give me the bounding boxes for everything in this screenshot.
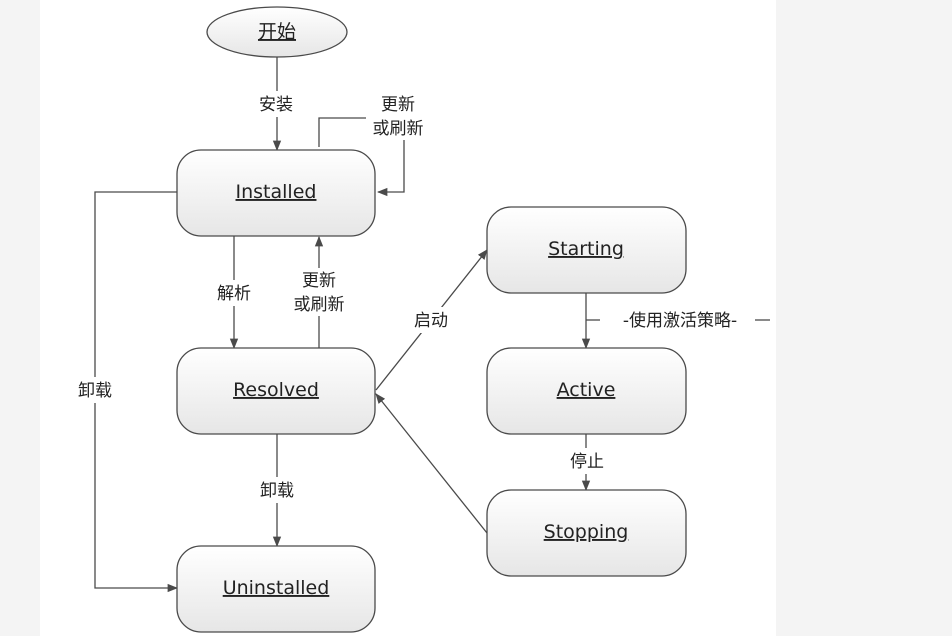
- label-install: 安装: [259, 95, 293, 115]
- label-update-self-line2: 或刷新: [373, 119, 424, 139]
- label-activation-policy: -使用激活策略-: [623, 310, 737, 331]
- state-stopping-label: Stopping: [544, 521, 629, 543]
- state-uninstalled-label: Uninstalled: [223, 577, 330, 599]
- state-active: Active: [486, 347, 687, 435]
- state-start: 开始: [206, 6, 348, 58]
- state-starting: Starting: [486, 206, 687, 294]
- edge-stopped-to-resolved: [375, 393, 488, 534]
- state-resolved: Resolved: [176, 347, 376, 435]
- state-resolved-label: Resolved: [233, 379, 319, 401]
- label-uninstall-resolved: 卸载: [260, 481, 294, 501]
- state-uninstalled: Uninstalled: [176, 545, 376, 633]
- state-start-label: 开始: [258, 21, 296, 43]
- state-stopping: Stopping: [486, 489, 687, 577]
- state-installed-label: Installed: [236, 181, 317, 203]
- label-stop: 停止: [570, 452, 604, 472]
- label-update-self-line1: 更新: [381, 95, 415, 115]
- state-installed: Installed: [176, 149, 376, 237]
- state-active-label: Active: [557, 379, 616, 401]
- state-starting-label: Starting: [548, 238, 624, 260]
- label-resolve: 解析: [217, 284, 251, 304]
- label-start: 启动: [414, 311, 448, 331]
- label-update-back-line2: 或刷新: [294, 295, 345, 315]
- label-update-back-line1: 更新: [302, 271, 336, 291]
- label-uninstall-left: 卸载: [78, 381, 112, 401]
